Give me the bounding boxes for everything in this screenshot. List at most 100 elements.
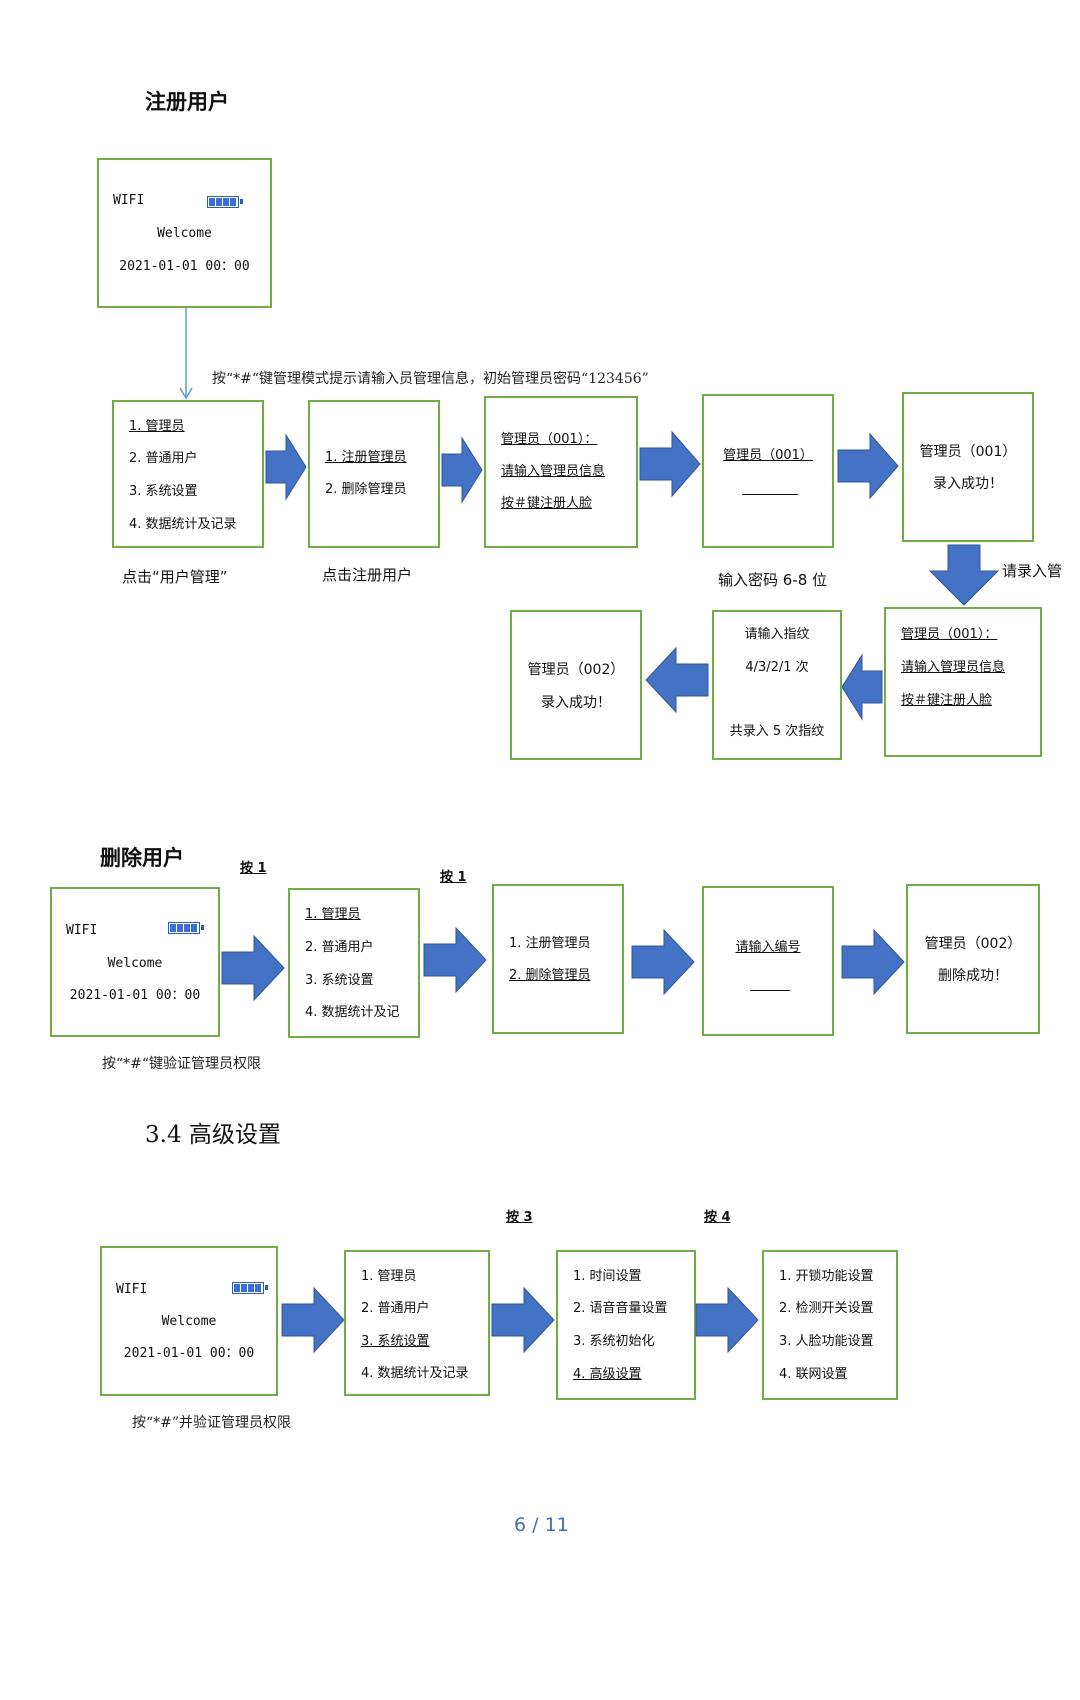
delete-result-screen: 管理员（002） 删除成功！ [906, 884, 1040, 1034]
flow-arrow [221, 934, 285, 1002]
result-admin: 管理员（002） [924, 936, 1022, 952]
flow-arrow [423, 926, 487, 994]
battery-icon [232, 1282, 268, 1294]
prompt-face-register: 按＃键注册人脸 [501, 496, 593, 511]
fingerprint-screen: 请输入指纹 4/3/2/1 次 共录入 5 次指纹 [712, 610, 842, 760]
flow-arrow [441, 436, 483, 504]
flow-arrow [841, 928, 905, 996]
main-menu-screen: 1. 管理员 2. 普通用户 3. 系统设置 4. 数据统计及记录 [112, 400, 264, 548]
welcome-text: Welcome [107, 956, 163, 971]
connector-arrow [179, 308, 193, 400]
password-admin-label: 管理员（001） [723, 448, 813, 463]
password-screen: 管理员（001） [702, 394, 834, 548]
advanced-item-network: 4. 联网设置 [779, 1367, 848, 1382]
flow-arrow [491, 1286, 555, 1354]
menu-item-user: 2. 普通用户 [129, 451, 198, 466]
success1-text: 录入成功！ [933, 476, 1003, 492]
menu-item-stats: 4. 数据统计及记 [305, 1005, 400, 1020]
success1-admin: 管理员（001） [919, 444, 1017, 460]
menu-item-user: 2. 普通用户 [305, 940, 374, 955]
register-note: 按“*#“键管理模式提示请输入员管理信息，初始管理员密码“123456” [212, 371, 649, 387]
system-item-advanced: 4. 高级设置 [573, 1367, 642, 1382]
menu-item-admin: 1. 管理员 [305, 907, 361, 922]
success-screen-2: 管理员（002） 录入成功！ [510, 610, 642, 760]
main-menu-screen: 1. 管理员 2. 普通用户 3. 系统设置 4. 数据统计及记 [288, 888, 420, 1038]
menu-item-system: 3. 系统设置 [305, 973, 374, 988]
welcome-screen: WIFI Welcome 2021-01-01 00：00 [50, 887, 220, 1037]
caption-password: 输入密码 6-8 位 [718, 571, 828, 589]
advanced-settings-screen: 1. 开锁功能设置 2. 检测开关设置 3. 人脸功能设置 4. 联网设置 [762, 1250, 898, 1400]
admin-prompt-screen: 管理员（001）： 请输入管理员信息 按＃键注册人脸 [484, 396, 638, 548]
submenu-register-admin: 1. 注册管理员 [325, 450, 407, 465]
flow-arrow [281, 1286, 345, 1354]
welcome-screen: WIFI Welcome 2021-01-01 00：00 [100, 1246, 278, 1396]
register-heading: 注册用户 [145, 90, 229, 114]
flow-arrow [837, 432, 899, 500]
advanced-press-3: 按 3 [506, 1210, 533, 1225]
prompt-input-info: 请输入管理员信息 [501, 464, 606, 479]
datetime-text: 2021-01-01 00：00 [123, 1346, 255, 1361]
success-screen-1: 管理员（001） 录入成功！ [902, 392, 1034, 542]
admin-prompt-screen-2: 管理员（001）： 请输入管理员信息 按＃键注册人脸 [884, 607, 1042, 757]
wifi-label: WIFI [66, 923, 98, 938]
result-text: 删除成功！ [938, 968, 1008, 984]
advanced-press-4: 按 4 [704, 1210, 731, 1225]
prompt2-admin-label: 管理员（001）： [901, 627, 998, 642]
caption-menu: 点击“用户管理” [122, 568, 228, 586]
admin-submenu-screen: 1. 注册管理员 2. 删除管理员 [492, 884, 624, 1034]
delete-heading: 删除用户 [100, 846, 184, 870]
caption-submenu: 点击注册用户 [322, 566, 413, 584]
flow-arrow [695, 1286, 759, 1354]
advanced-item-unlock: 1. 开锁功能设置 [779, 1269, 874, 1284]
finger-count: 4/3/2/1 次 [745, 660, 809, 675]
submenu-delete-admin: 2. 删除管理员 [325, 482, 407, 497]
password-input-line [742, 494, 798, 495]
menu-item-admin: 1. 管理员 [129, 419, 185, 434]
datetime-text: 2021-01-01 00：00 [69, 988, 201, 1003]
system-item-time: 1. 时间设置 [573, 1269, 642, 1284]
delete-press-2: 按 1 [440, 870, 467, 885]
number-input-line [750, 990, 790, 991]
admin-submenu-screen: 1. 注册管理员 2. 删除管理员 [308, 400, 440, 548]
main-menu-screen: 1. 管理员 2. 普通用户 3. 系统设置 4. 数据统计及记录 [344, 1250, 490, 1396]
datetime-text: 2021-01-01 00：00 [119, 259, 250, 274]
prompt-admin-label: 管理员（001）： [501, 432, 598, 447]
advanced-heading: 3.4 高级设置 [145, 1122, 281, 1148]
submenu-delete-admin: 2. 删除管理员 [509, 968, 591, 983]
battery-icon [207, 196, 243, 208]
menu-item-system: 3. 系统设置 [129, 484, 198, 499]
advanced-note: 按“*#”并验证管理员权限 [132, 1415, 292, 1431]
flow-arrow [639, 430, 701, 498]
menu-item-system: 3. 系统设置 [361, 1334, 430, 1349]
finger-total: 共录入 5 次指纹 [729, 724, 825, 739]
flow-arrow-left [841, 653, 883, 721]
page-number: 6 / 11 [514, 1514, 569, 1536]
success2-admin: 管理员（002） [527, 662, 625, 678]
flow-arrow-left [645, 646, 709, 714]
caption-side: 请录入管 [1002, 562, 1063, 580]
submenu-register-admin: 1. 注册管理员 [509, 936, 591, 951]
finger-prompt: 请输入指纹 [744, 627, 810, 642]
menu-item-user: 2. 普通用户 [361, 1301, 430, 1316]
prompt2-input-info: 请输入管理员信息 [901, 660, 1006, 675]
advanced-item-face: 3. 人脸功能设置 [779, 1334, 874, 1349]
delete-note: 按“*#“键验证管理员权限 [102, 1056, 262, 1072]
welcome-screen: WIFI Welcome 2021-01-01 00：00 [97, 158, 272, 308]
welcome-text: Welcome [157, 226, 212, 241]
flow-arrow-down [928, 544, 1000, 606]
menu-item-admin: 1. 管理员 [361, 1269, 417, 1284]
system-item-volume: 2. 语音音量设置 [573, 1301, 668, 1316]
success2-text: 录入成功！ [541, 695, 611, 711]
flow-arrow [265, 433, 307, 501]
delete-press-1: 按 1 [240, 861, 267, 876]
menu-item-stats: 4. 数据统计及记录 [129, 517, 237, 532]
wifi-label: WIFI [116, 1282, 148, 1297]
input-number-label: 请输入编号 [735, 940, 801, 955]
prompt2-face-register: 按＃键注册人脸 [901, 693, 993, 708]
flow-arrow [631, 928, 695, 996]
menu-item-stats: 4. 数据统计及记录 [361, 1366, 469, 1381]
welcome-text: Welcome [161, 1314, 217, 1329]
battery-icon [168, 922, 204, 934]
system-settings-screen: 1. 时间设置 2. 语音音量设置 3. 系统初始化 4. 高级设置 [556, 1250, 696, 1400]
advanced-item-detect: 2. 检测开关设置 [779, 1301, 874, 1316]
